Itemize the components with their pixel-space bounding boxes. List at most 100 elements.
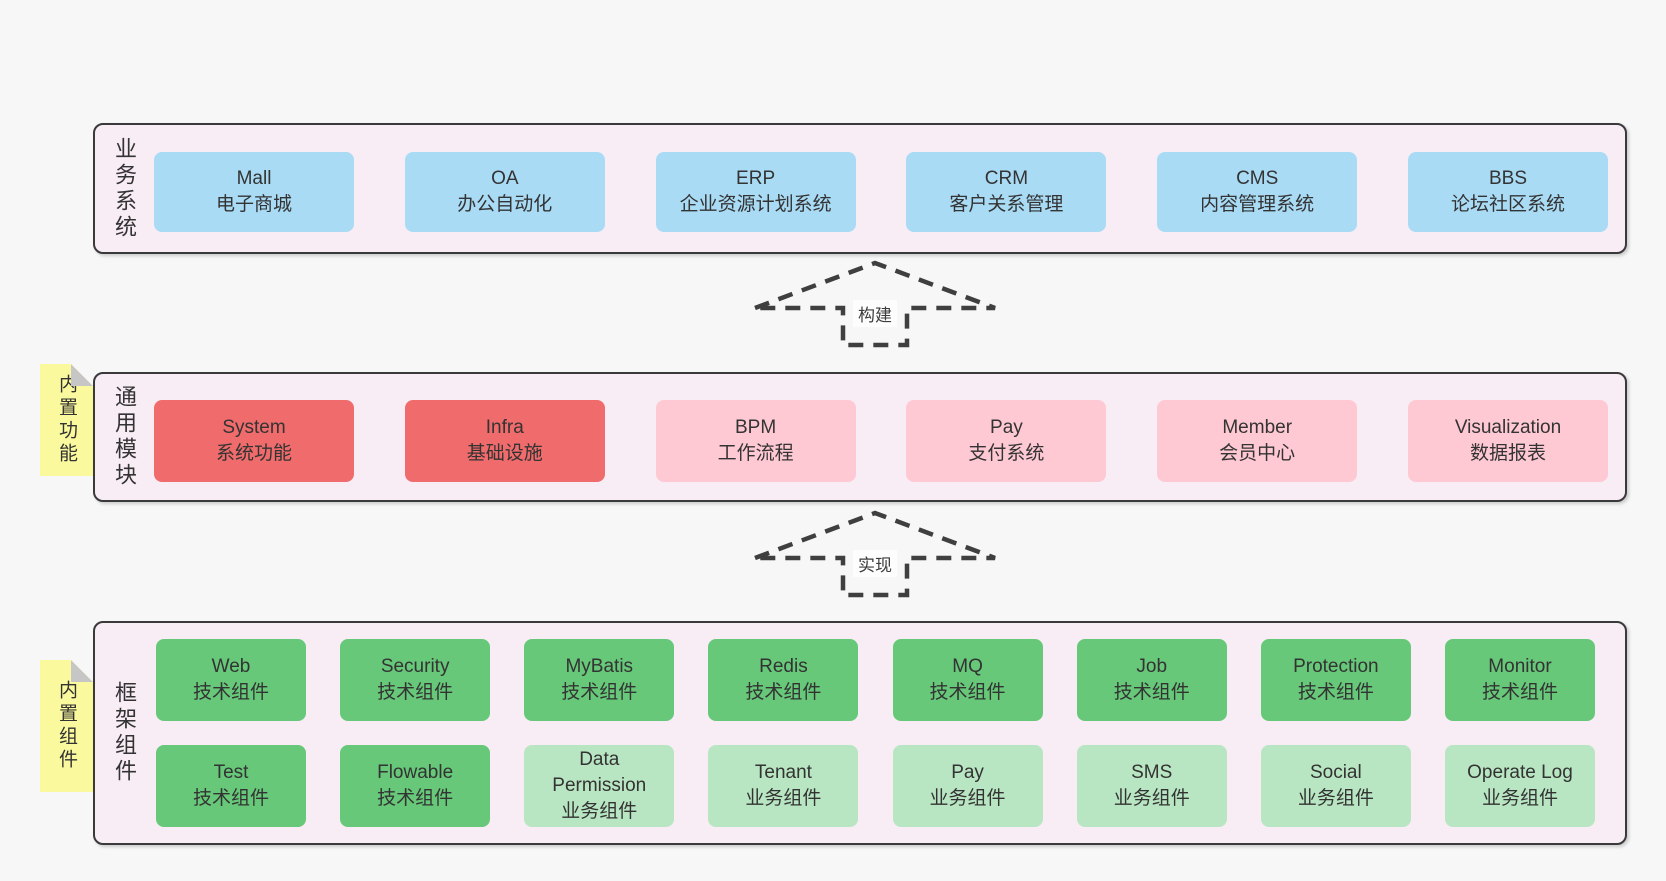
module-box-flowable: Flowable 技术组件 (340, 745, 491, 827)
module-box-visualization: Visualization 数据报表 (1407, 400, 1608, 482)
module-desc: 客户关系管理 (949, 194, 1064, 215)
module-desc: 业务组件 (745, 788, 822, 809)
module-name: Test (213, 762, 249, 783)
sticky-note-builtin-features: 内置功能 (40, 364, 93, 476)
module-box-redis: Redis 技术组件 (708, 639, 859, 721)
module-box-security: Security 技术组件 (340, 639, 491, 721)
module-name: MQ (952, 656, 983, 677)
module-name: Flowable (377, 762, 454, 783)
module-name: Infra (485, 417, 524, 438)
module-box-infra: Infra 基础设施 (404, 400, 605, 482)
module-desc: 会员中心 (1219, 443, 1296, 464)
module-box-mall: Mall 电子商城 (154, 152, 354, 232)
layer-title: 业务系统 (112, 136, 137, 241)
module-name: Security (380, 656, 450, 677)
module-name: Pay (951, 762, 984, 783)
arrow-label: 实现 (853, 550, 897, 577)
folded-corner-icon (71, 660, 93, 682)
module-desc: 工作流程 (717, 443, 794, 464)
module-box-pay: Pay 业务组件 (892, 745, 1043, 827)
module-name: Member (1222, 417, 1293, 438)
module-desc: 办公自动化 (457, 194, 553, 215)
module-desc: 业务组件 (929, 788, 1006, 809)
module-name: Web (211, 656, 251, 677)
module-desc: 基础设施 (466, 443, 543, 464)
module-desc: 技术组件 (1481, 682, 1558, 703)
up-arrow-icon (754, 510, 996, 598)
module-desc: 系统功能 (215, 443, 292, 464)
arrow-label: 构建 (853, 300, 897, 327)
module-name: Operate Log (1467, 762, 1573, 783)
folded-corner-icon (71, 364, 93, 386)
module-name: CRM (984, 168, 1029, 189)
module-box-tenant: Tenant 业务组件 (708, 745, 859, 827)
module-box-job: Job 技术组件 (1076, 639, 1227, 721)
module-name: System (222, 417, 286, 438)
module-desc: 技术组件 (192, 788, 269, 809)
dashed-up-arrow-build: 构建 (750, 258, 1000, 350)
module-name: Mall (236, 168, 272, 189)
module-name: OA (491, 168, 519, 189)
module-box-data-permission: Data Permission 业务组件 (524, 745, 675, 827)
module-name: Redis (759, 656, 808, 677)
module-desc: 技术组件 (377, 682, 454, 703)
sticky-note-label: 内置功能 (56, 374, 77, 466)
module-box-web: Web 技术组件 (156, 639, 306, 721)
module-box-social: Social 业务组件 (1260, 745, 1411, 827)
module-box-mq: MQ 技术组件 (892, 639, 1043, 721)
business-box-row: Mall 电子商城 OA 办公自动化 ERP 企业资源计划系统 CRM 客户关系管理 CMS 内容… (154, 152, 1608, 232)
module-name: Job (1136, 656, 1168, 677)
module-desc: 技术组件 (929, 682, 1006, 703)
layer-business-systems: 业务系统 Mall 电子商城 OA 办公自动化 ERP 企业资源计划系统 CRM 客户关系管理… (93, 123, 1627, 254)
module-desc: 技术组件 (1113, 682, 1190, 703)
module-box-sms: SMS 业务组件 (1076, 745, 1227, 827)
module-name: ERP (736, 168, 776, 189)
module-name: Data Permission (552, 749, 647, 796)
module-name: BPM (735, 417, 777, 438)
module-box-crm: CRM 客户关系管理 (906, 152, 1107, 232)
module-desc: 论坛社区系统 (1450, 194, 1565, 215)
module-name: Tenant (754, 762, 812, 783)
module-desc: 技术组件 (1297, 682, 1374, 703)
module-desc: 技术组件 (561, 682, 638, 703)
module-name: SMS (1131, 762, 1173, 783)
module-desc: 业务组件 (1297, 788, 1374, 809)
module-name: Visualization (1454, 417, 1562, 438)
module-box-system: System 系统功能 (154, 400, 354, 482)
module-desc: 技术组件 (192, 682, 269, 703)
module-box-cms: CMS 内容管理系统 (1157, 152, 1358, 232)
module-desc: 内容管理系统 (1200, 194, 1315, 215)
layer-title: 通用模块 (112, 385, 137, 489)
module-desc: 技术组件 (745, 682, 822, 703)
module-desc: 电子商城 (215, 194, 292, 215)
module-name: CMS (1236, 168, 1279, 189)
module-name: Protection (1293, 656, 1379, 677)
sticky-note-builtin-components: 内置组件 (40, 660, 93, 792)
module-box-test: Test 技术组件 (156, 745, 306, 827)
module-box-bbs: BBS 论坛社区系统 (1407, 152, 1608, 232)
module-desc: 业务组件 (1481, 788, 1558, 809)
sticky-note-label: 内置组件 (56, 680, 77, 772)
module-desc: 技术组件 (377, 788, 454, 809)
module-name: Social (1309, 762, 1362, 783)
up-arrow-icon (754, 260, 996, 348)
module-box-oa: OA 办公自动化 (404, 152, 605, 232)
module-desc: 企业资源计划系统 (679, 194, 832, 215)
module-name: BBS (1488, 168, 1527, 189)
module-desc: 支付系统 (968, 443, 1045, 464)
module-box-bpm: BPM 工作流程 (655, 400, 856, 482)
module-desc: 业务组件 (1113, 788, 1190, 809)
module-name: Monitor (1488, 656, 1552, 677)
module-box-monitor: Monitor 技术组件 (1444, 639, 1595, 721)
module-desc: 数据报表 (1469, 443, 1546, 464)
layer-title: 框架组件 (112, 681, 137, 785)
module-desc: 业务组件 (561, 801, 638, 822)
